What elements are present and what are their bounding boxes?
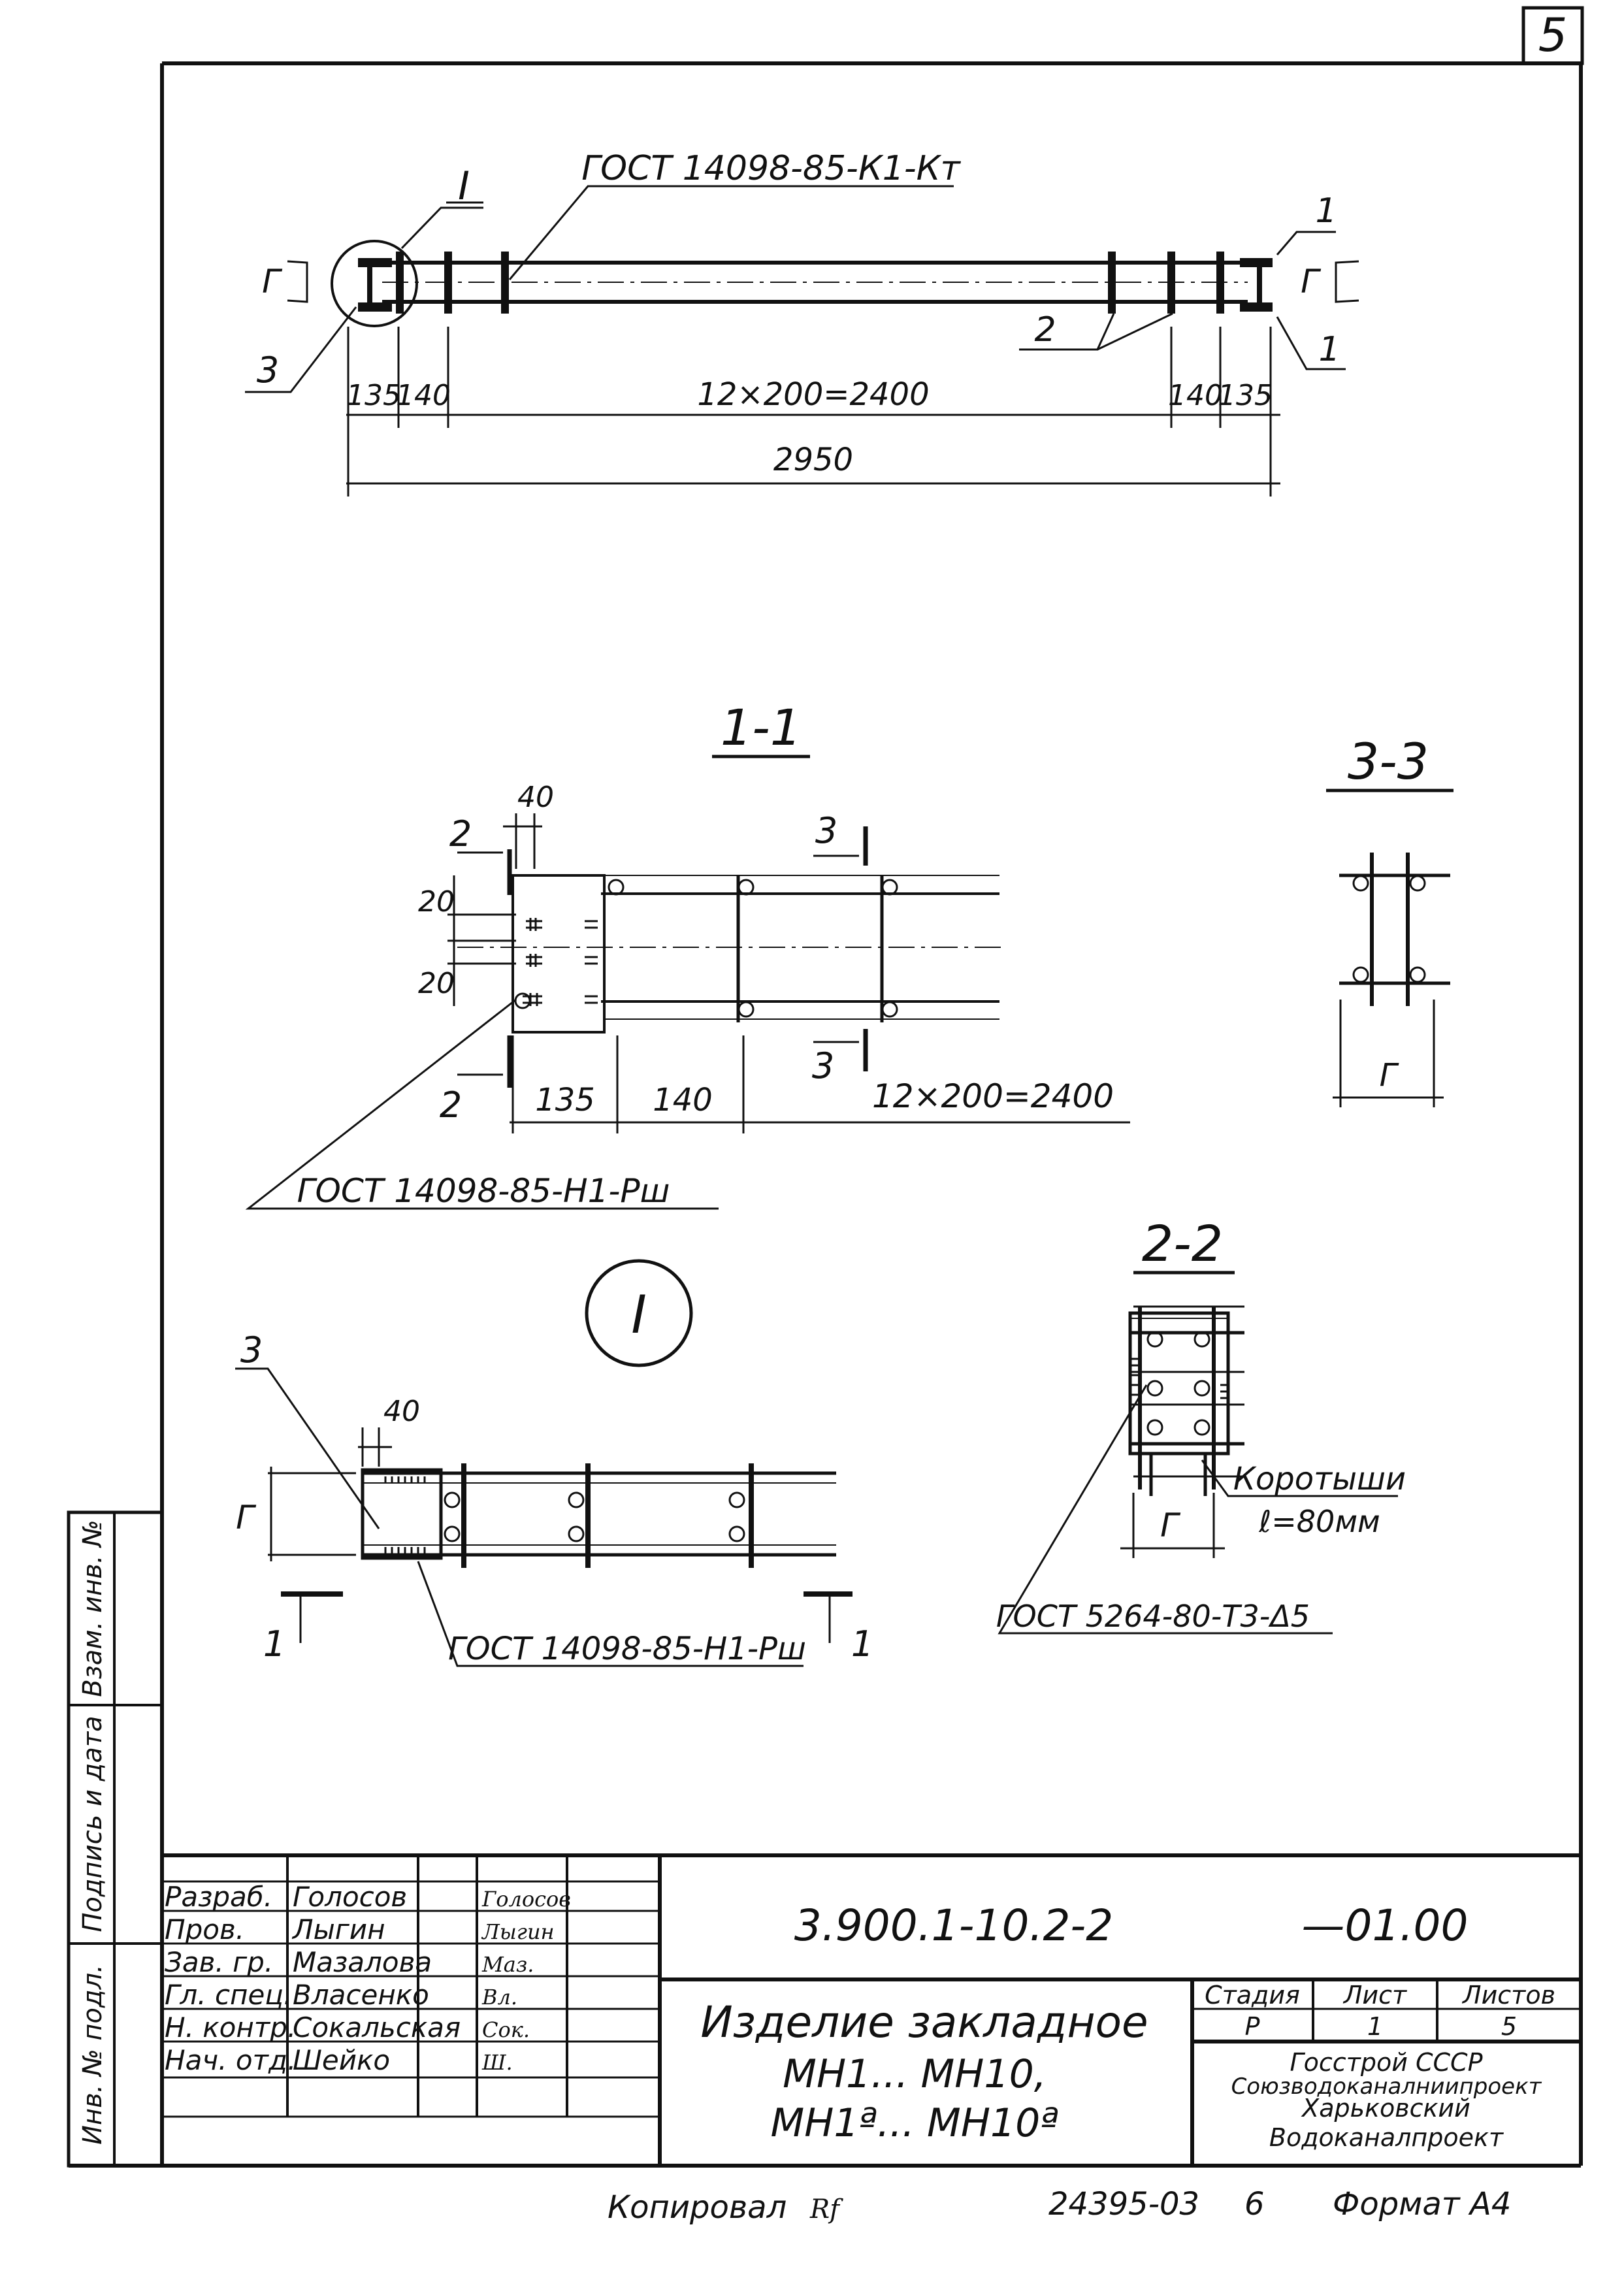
role-group-head: Зав. гр. xyxy=(165,1946,273,1978)
sheet-header: Лист xyxy=(1342,1981,1408,2010)
detail-I xyxy=(235,1259,853,1667)
footer-inventory: 24395-03 xyxy=(1048,2186,1199,2222)
signature-group-head: Маз. xyxy=(481,1952,534,1977)
gap-label-left: Г xyxy=(262,263,283,301)
s11-weld-label: ГОСТ 14098-85-Н1-Рш xyxy=(297,1172,670,1210)
name-checker: Лыгин xyxy=(291,1913,385,1945)
section-2-2 xyxy=(998,1271,1398,1635)
signature-checker: Лыгин xyxy=(481,1919,555,1944)
name-norm-control: Сокальская xyxy=(293,2011,461,2043)
label-plate-bottom: 1 xyxy=(1318,330,1340,369)
sheets-header: Листов xyxy=(1461,1981,1555,2010)
label-bars: 2 xyxy=(1034,310,1056,350)
s11-dim-span: 12×200=2400 xyxy=(872,1077,1114,1115)
gap-label-right: Г xyxy=(1301,263,1322,301)
s11-cut-3-top: 3 xyxy=(815,810,837,851)
detailI-dim-40: 40 xyxy=(383,1395,420,1428)
s22-short-bars-len: ℓ=80мм xyxy=(1258,1504,1380,1539)
main-gost-label: ГОСТ 14098-85-К1-Кт xyxy=(581,149,961,188)
product-title: Изделие закладное xyxy=(700,1997,1148,2047)
s22-weld-label: ГОСТ 5264-80-Т3-Δ5 xyxy=(996,1599,1310,1634)
name-developer: Голосов xyxy=(293,1881,407,1913)
section-1-1 xyxy=(245,755,1130,1210)
dim-span-main: 12×200=2400 xyxy=(697,376,929,413)
org-line-3: Харьковский xyxy=(1301,2094,1470,2123)
doc-code: 3.900.1-10.2-2 xyxy=(794,1900,1114,1951)
footer-page: 6 xyxy=(1244,2186,1265,2222)
section-1-1-title: 1-1 xyxy=(721,698,802,757)
sheet-value: 1 xyxy=(1367,2012,1383,2041)
s22-short-bars: Коротыши xyxy=(1233,1461,1406,1497)
s11-dim-20-bottom: 20 xyxy=(418,967,455,1000)
org-line-1: Госстрой СССР xyxy=(1290,2048,1482,2077)
product-line-3: МН1ª... МН10ª xyxy=(770,2100,1058,2146)
role-chief-specialist: Гл. спец. xyxy=(165,1979,292,2011)
dim-140-left: 140 xyxy=(396,379,451,412)
side-sign-date: Подпись и дата xyxy=(78,1716,108,1932)
title-block-grid xyxy=(162,1853,1581,2166)
detail-circle xyxy=(331,240,418,327)
stage-value: Р xyxy=(1245,2012,1260,2041)
footer-format: Формат А4 xyxy=(1333,2186,1511,2222)
sheet-number: 5 xyxy=(1538,8,1568,62)
dim-140-right: 140 xyxy=(1168,379,1223,412)
s11-dim-140: 140 xyxy=(653,1082,713,1118)
org-line-2: Союзводоканалниипроект xyxy=(1231,2074,1542,2100)
s11-cut-2-bottom: 2 xyxy=(440,1084,462,1126)
name-chief-specialist: Власенко xyxy=(293,1979,429,2011)
detailI-weld-label: ГОСТ 14098-85-Н1-Рш xyxy=(448,1631,806,1667)
s33-dim: Г xyxy=(1380,1057,1399,1094)
role-checker: Пров. xyxy=(165,1913,244,1945)
dim-total: 2950 xyxy=(773,442,853,478)
s11-dim-40: 40 xyxy=(517,781,554,814)
s11-cut-2-top: 2 xyxy=(449,813,472,855)
title-block-rows: Разраб. Голосов Голосов Пров. Лыгин Лыги… xyxy=(165,1881,571,2076)
s22-dim: Г xyxy=(1160,1506,1181,1544)
detailI-label-3: 3 xyxy=(240,1329,263,1371)
label-weld-3: 3 xyxy=(257,350,279,391)
role-developer: Разраб. xyxy=(165,1881,272,1913)
section-2-2-title: 2-2 xyxy=(1142,1214,1223,1273)
side-stamp xyxy=(67,1510,164,2168)
copied-label: Копировал xyxy=(608,2189,787,2226)
dim-135-right: 135 xyxy=(1218,379,1273,412)
signature-developer: Голосов xyxy=(481,1887,571,1912)
detailI-cut-1-left: 1 xyxy=(263,1623,285,1665)
detail-callout-label: I xyxy=(458,163,470,209)
side-inv-original: Инв. № подл. xyxy=(78,1964,108,2145)
org-line-4: Водоканалпроект xyxy=(1269,2123,1504,2152)
role-norm-control: Н. контр. xyxy=(165,2011,296,2043)
sheet-frame xyxy=(69,6,1584,2168)
s11-cut-3-bottom: 3 xyxy=(812,1045,834,1086)
dim-135-left: 135 xyxy=(346,379,401,412)
main-view xyxy=(245,185,1359,496)
detail-I-title: I xyxy=(631,1284,647,1345)
stage-header: Стадия xyxy=(1205,1981,1300,2010)
copied-signature: Rf xyxy=(809,2194,843,2224)
sheets-value: 5 xyxy=(1501,2012,1517,2041)
name-dept-head: Шейко xyxy=(293,2044,390,2076)
section-3-3-title: 3-3 xyxy=(1348,732,1429,790)
s11-dim-20-top: 20 xyxy=(418,885,455,919)
s11-dim-135: 135 xyxy=(535,1082,595,1118)
detailI-cut-1-right: 1 xyxy=(851,1623,873,1665)
doc-suffix: —01.00 xyxy=(1302,1900,1469,1951)
name-group-head: Мазалова xyxy=(293,1946,432,1978)
label-plate-top: 1 xyxy=(1315,191,1337,231)
signature-norm-control: Сок. xyxy=(482,2017,530,2042)
section-3-3 xyxy=(1326,789,1453,1107)
role-dept-head: Нач. отд. xyxy=(165,2044,296,2076)
signature-chief-specialist: Вл. xyxy=(481,1985,517,2010)
signature-dept-head: Ш. xyxy=(481,2050,513,2075)
product-line-2: МН1... МН10, xyxy=(783,2051,1047,2097)
detailI-dim-g: Г xyxy=(236,1499,257,1537)
side-inv-replace: Взам. инв. № xyxy=(78,1520,108,1697)
